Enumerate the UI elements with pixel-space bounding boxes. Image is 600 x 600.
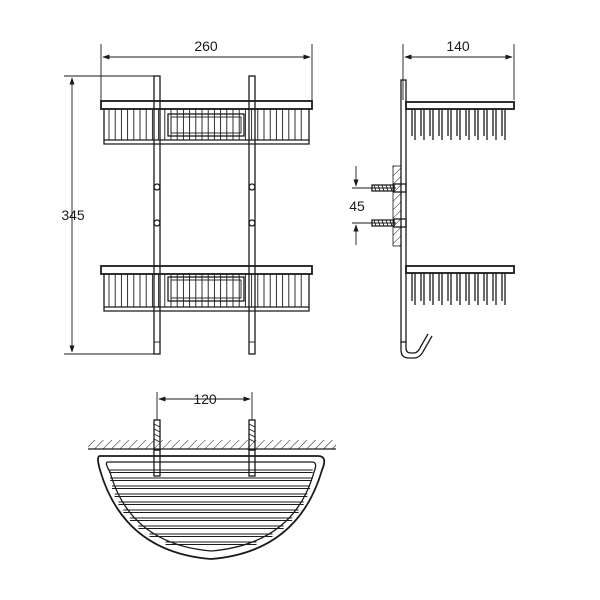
side-view: 140 bbox=[349, 38, 515, 359]
basket-top-outline bbox=[97, 455, 326, 560]
height-label: 345 bbox=[61, 207, 85, 223]
width-dimension: 260 bbox=[100, 38, 313, 104]
lower-shelf-side bbox=[405, 265, 515, 305]
wall-posts bbox=[153, 75, 256, 355]
upper-shelf-side bbox=[405, 101, 515, 140]
wall-section bbox=[392, 165, 402, 247]
mount-spacing-label: 120 bbox=[193, 391, 217, 407]
height-dimension: 345 bbox=[61, 75, 160, 355]
screw-spacing-dimension: 45 bbox=[349, 166, 396, 245]
hook bbox=[400, 335, 433, 359]
screw-spacing-label: 45 bbox=[349, 198, 365, 214]
wall-anchors bbox=[153, 419, 256, 477]
top-view: 120 bbox=[88, 391, 336, 560]
depth-dimension: 140 bbox=[402, 38, 515, 100]
upper-basket bbox=[100, 100, 313, 145]
depth-label: 140 bbox=[446, 38, 470, 54]
side-post bbox=[400, 79, 407, 343]
front-view: 260 345 bbox=[61, 38, 313, 355]
mount-spacing-dimension: 120 bbox=[156, 391, 253, 420]
wall-hatch bbox=[88, 440, 336, 449]
width-label: 260 bbox=[194, 38, 218, 54]
lower-basket bbox=[100, 265, 313, 312]
